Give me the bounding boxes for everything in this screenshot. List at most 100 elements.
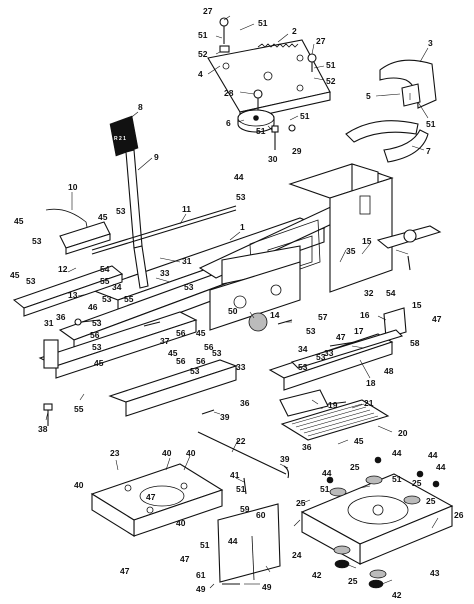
callout: 47 bbox=[146, 492, 156, 502]
callout: 53 bbox=[102, 294, 112, 304]
callout: 10 bbox=[68, 182, 78, 192]
callout: 45 bbox=[354, 436, 364, 446]
callout: 27 bbox=[203, 6, 213, 16]
callout: 44 bbox=[392, 448, 402, 458]
part-8-lever-handle: R 2 1 bbox=[109, 115, 139, 157]
callout: 16 bbox=[360, 310, 370, 320]
callout: 9 bbox=[154, 152, 159, 162]
callout: 15 bbox=[412, 300, 422, 310]
callout: 38 bbox=[38, 424, 48, 434]
callout: 51 bbox=[258, 18, 268, 28]
callout: 44 bbox=[322, 468, 332, 478]
callout: 44 bbox=[428, 450, 438, 460]
callout: 45 bbox=[10, 270, 20, 280]
callout-labels: 27 51 2 51 52 27 51 52 4 28 6 51 51 30 2… bbox=[10, 6, 464, 600]
callout: 17 bbox=[354, 326, 364, 336]
callout: 41 bbox=[230, 470, 240, 480]
callout: 51 bbox=[200, 540, 210, 550]
callout: 25 bbox=[348, 576, 358, 586]
callout: 45 bbox=[168, 348, 178, 358]
callout: 56 bbox=[204, 342, 214, 352]
callout: 40 bbox=[74, 480, 84, 490]
callout: 21 bbox=[364, 398, 374, 408]
callout: 33 bbox=[236, 362, 246, 372]
callout: 53 bbox=[92, 318, 102, 328]
callout: 35 bbox=[346, 246, 356, 256]
part-37-bolt bbox=[143, 321, 161, 327]
callout: 47 bbox=[180, 554, 190, 564]
callout: 25 bbox=[296, 498, 306, 508]
callout: 31 bbox=[44, 318, 54, 328]
callout: 56 bbox=[176, 328, 186, 338]
callout: 51 bbox=[198, 30, 208, 40]
callout: 40 bbox=[186, 448, 196, 458]
callout: 5 bbox=[366, 91, 371, 101]
callout: 56 bbox=[196, 356, 206, 366]
callout: 53 bbox=[212, 348, 222, 358]
callout: 48 bbox=[384, 366, 394, 376]
callout: 59 bbox=[240, 504, 250, 514]
callout: 54 bbox=[386, 288, 396, 298]
callout: 53 bbox=[190, 366, 200, 376]
callout: 51 bbox=[300, 111, 310, 121]
callout: 53 bbox=[306, 326, 316, 336]
part-25-spacers bbox=[329, 475, 421, 579]
callout: 1 bbox=[240, 222, 245, 232]
part-12-link bbox=[59, 221, 111, 255]
part-44-nuts bbox=[326, 456, 440, 488]
callout: 51 bbox=[256, 126, 266, 136]
callout: 51 bbox=[320, 484, 330, 494]
callout: 42 bbox=[312, 570, 322, 580]
callout: 52 bbox=[198, 49, 208, 59]
callout: 47 bbox=[432, 314, 442, 324]
callout: 31 bbox=[182, 256, 192, 266]
callout: 45 bbox=[94, 358, 104, 368]
part-26-mount-plate bbox=[300, 473, 454, 565]
part-50-disc bbox=[248, 312, 268, 332]
callout: 53 bbox=[184, 282, 194, 292]
part-14-pin bbox=[277, 319, 293, 325]
callout: 34 bbox=[112, 282, 122, 292]
callout: 29 bbox=[292, 146, 302, 156]
callout: 52 bbox=[326, 76, 336, 86]
callout: 44 bbox=[228, 536, 238, 546]
callout: 2 bbox=[292, 26, 297, 36]
part-10-spring bbox=[45, 208, 91, 243]
callout: 15 bbox=[362, 236, 372, 246]
callout: 28 bbox=[224, 88, 234, 98]
callout: 24 bbox=[292, 550, 302, 560]
callout: 4 bbox=[198, 69, 203, 79]
callout: 6 bbox=[226, 118, 231, 128]
part-38-bolt bbox=[43, 403, 53, 426]
part-9-lever-rod bbox=[125, 149, 149, 289]
leader-lines bbox=[45, 15, 439, 589]
callout: 61 bbox=[196, 570, 206, 580]
callout: 50 bbox=[228, 306, 238, 316]
callout: 37 bbox=[160, 336, 170, 346]
callout: 27 bbox=[316, 36, 326, 46]
callout: 33 bbox=[160, 268, 170, 278]
part-19-plate bbox=[279, 389, 329, 417]
part-20-21-pedal-pad bbox=[280, 399, 390, 441]
callout: 23 bbox=[110, 448, 120, 458]
callout: 51 bbox=[426, 119, 436, 129]
callout: 51 bbox=[392, 474, 402, 484]
callout: 56 bbox=[176, 356, 186, 366]
callout: 46 bbox=[88, 302, 98, 312]
callout: 14 bbox=[270, 310, 280, 320]
callout: 53 bbox=[236, 192, 246, 202]
callout: 12 bbox=[58, 264, 68, 274]
callout: 11 bbox=[182, 204, 191, 214]
part-27-bolt-top bbox=[219, 17, 229, 44]
callout: 22 bbox=[236, 436, 246, 446]
part-7-belt-guard bbox=[345, 120, 429, 163]
callout: 25 bbox=[426, 496, 436, 506]
callout: 32 bbox=[364, 288, 374, 298]
callout: 25 bbox=[412, 478, 422, 488]
callout: 54 bbox=[100, 264, 110, 274]
callout: 53 bbox=[32, 236, 42, 246]
callout: 45 bbox=[98, 212, 108, 222]
callout: 53 bbox=[26, 276, 36, 286]
